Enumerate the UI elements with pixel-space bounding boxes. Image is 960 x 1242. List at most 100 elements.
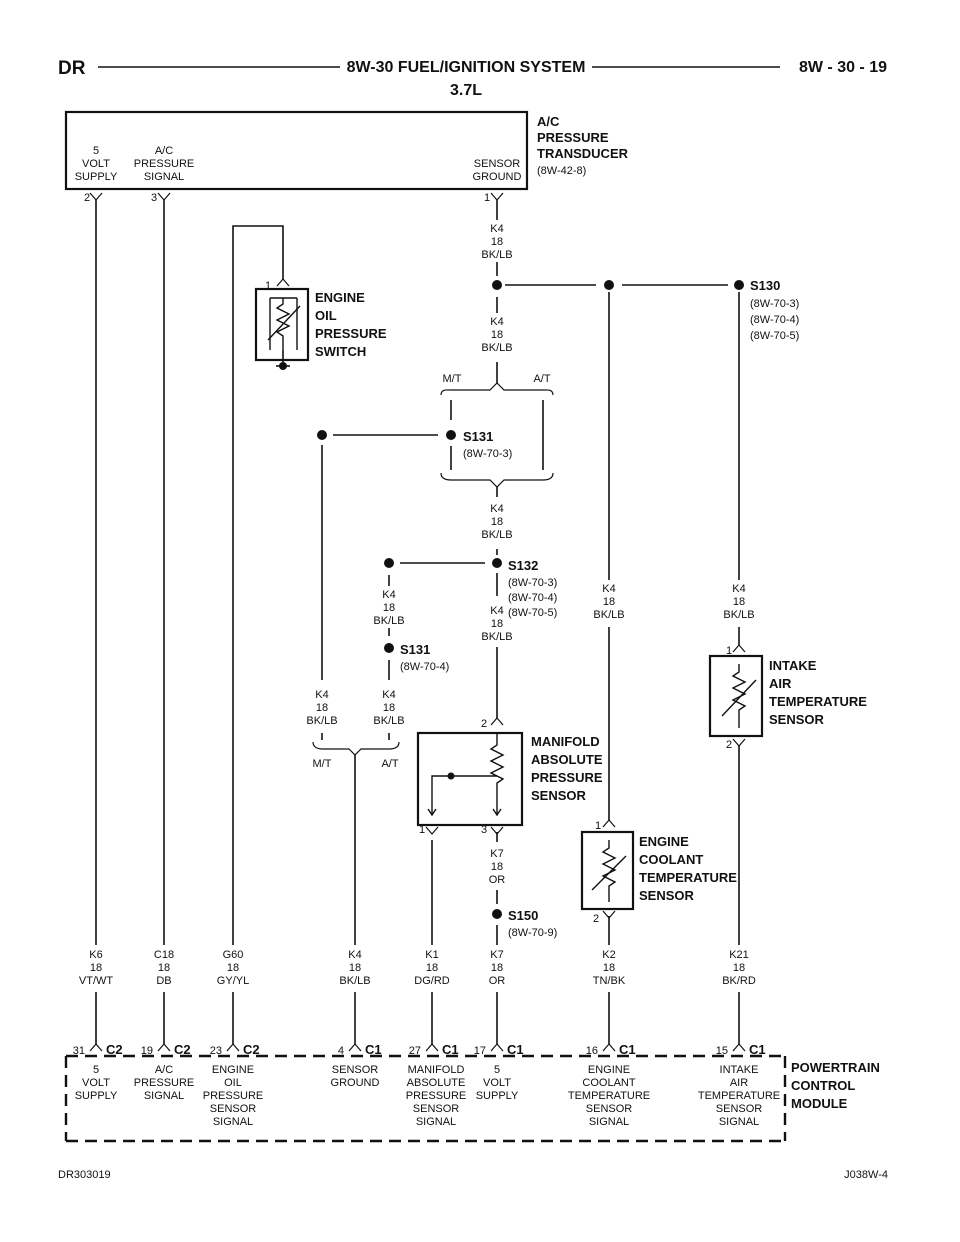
wire-k4-gauge: 18 [491,516,503,528]
pcm-pin-17-label-3: SUPPLY [476,1090,519,1102]
s131-at-ref: (8W-70-4) [400,661,449,673]
engine-oil-pressure-switch: 1 ENGINE OIL PRESSURE SWITCH [254,278,387,370]
wire-k4-color: BK/LB [723,609,754,621]
map-sensor: 2 1 3 MANIFOLD ABSOLUTE PRESSURE SENSOR [416,717,603,836]
pcm-pin-15-number: 15 [716,1045,728,1057]
splice-dot-s131 [446,430,456,440]
wire-k1-code: K1 [425,949,438,961]
wire-k2-color: TN/BK [593,975,626,987]
iat-pin2-number: 2 [726,739,732,751]
pcm-pin-19-label-3: SIGNAL [144,1090,184,1102]
pcm-pin-19-label-1: A/C [155,1064,173,1076]
map-name-1: MANIFOLD [531,734,600,749]
transducer-pin3-number: 3 [151,192,157,204]
wire-k4-gauge: 18 [491,329,503,341]
transducer-pin2-number: 2 [84,192,90,204]
wire-k4-color: BK/LB [481,342,512,354]
wire-c18-gauge: 18 [158,962,170,974]
wire-k6-gauge: 18 [90,962,102,974]
pcm-pin-23-label-5: SIGNAL [213,1116,253,1128]
page-footer: DR303019 J038W-4 [58,1169,888,1181]
s132-name: S132 [508,558,538,573]
ect-name-1: ENGINE [639,834,689,849]
pcm-pin-15-label-5: SIGNAL [719,1116,759,1128]
ac-pressure-transducer: A/C PRESSURE TRANSDUCER (8W-42-8) 5 VOLT… [64,110,629,204]
s131-at-name: S131 [400,642,430,657]
variant-at-top: A/T [533,373,550,385]
footer-left-code: DR303019 [58,1169,111,1181]
wire-k4-code: K4 [732,583,745,595]
iat-name-3: TEMPERATURE [769,694,867,709]
powertrain-control-module: POWERTRAIN CONTROL MODULE 31 C2 19 C2 23… [64,1042,880,1143]
wire-k4-color: BK/LB [306,715,337,727]
page-header: DR 8W-30 FUEL/IGNITION SYSTEM 8W - 30 - … [58,58,887,99]
pcm-pin-31-label-1: 5 [93,1064,99,1076]
map-name-3: PRESSURE [531,770,603,785]
ect-name-4: SENSOR [639,888,695,903]
s131-name: S131 [463,429,493,444]
iat-name-1: INTAKE [769,658,817,673]
transducer-pin3-label-3: SIGNAL [144,171,184,183]
iat-pin1-number: 1 [726,645,732,657]
pcm-pin-23-connector: C2 [243,1042,260,1057]
splice-dot [317,430,327,440]
wire-k6-color: VT/WT [79,975,113,987]
splice-labels: S130 (8W-70-3) (8W-70-4) (8W-70-5) S131 … [313,278,800,939]
transducer-name-3: TRANSDUCER [537,146,629,161]
pcm-pin-17-connector: C1 [507,1042,524,1057]
pcm-pin-4-connector: C1 [365,1042,382,1057]
wire-k7-code: K7 [490,949,503,961]
wire-k4-color: BK/LB [481,631,512,643]
wire-k7-gauge: 18 [491,962,503,974]
pcm-pin-17-label-1: 5 [494,1064,500,1076]
wire-k2-gauge: 18 [603,962,615,974]
pcm-pin-15-label-1: INTAKE [720,1064,759,1076]
map-pin3-number: 3 [481,824,487,836]
pcm-pin-31-label-2: VOLT [82,1077,110,1089]
map-pin2-number: 2 [481,718,487,730]
transducer-box [64,110,529,191]
pcm-pin-16-number: 16 [586,1045,598,1057]
pcm-pin-27-label-1: MANIFOLD [408,1064,465,1076]
wire-c18-color: DB [156,975,171,987]
wire-k4-gauge: 18 [491,618,503,630]
s132-ref-3: (8W-70-5) [508,607,557,619]
oil-switch-name-1: ENGINE [315,290,365,305]
pcm-name-2: CONTROL [791,1078,855,1093]
ect-name-2: COOLANT [639,852,703,867]
wire-k4-code: K4 [602,583,615,595]
oil-switch-name-2: OIL [315,308,337,323]
transducer-name-2: PRESSURE [537,130,609,145]
pcm-pin-4-label-2: GROUND [331,1077,380,1089]
pcm-pin-15-label-3: TEMPERATURE [698,1090,780,1102]
wire-k4-gauge: 18 [383,602,395,614]
pcm-pin-27-label-2: ABSOLUTE [407,1077,466,1089]
splice-dot-s150 [492,909,502,919]
wire-k4-code: K4 [315,689,328,701]
s132-ref-2: (8W-70-4) [508,592,557,604]
ect-name-3: TEMPERATURE [639,870,737,885]
pcm-pin-17-label-2: VOLT [483,1077,511,1089]
transducer-pin1-number: 1 [484,192,490,204]
pcm-pin-19-number: 19 [141,1045,153,1057]
wire-labels: K4 18 BK/LB K4 18 BK/LB K4 18 BK/LB K4 1… [79,223,756,987]
s130-ref-3: (8W-70-5) [750,330,799,342]
wire-k4-gauge: 18 [491,236,503,248]
wire-k4-gauge: 18 [316,702,328,714]
transducer-pin2-label-3: SUPPLY [75,171,118,183]
splice-dot-s130 [734,280,744,290]
wire-k4-code: K4 [490,223,503,235]
pcm-pin-31-label-3: SUPPLY [75,1090,118,1102]
wire-k21-gauge: 18 [733,962,745,974]
wire-k4-gauge: 18 [383,702,395,714]
wire-k4-code: K4 [490,503,503,515]
wire-k7-gauge: 18 [491,861,503,873]
header-title: 8W-30 FUEL/IGNITION SYSTEM [347,59,586,76]
s130-ref-1: (8W-70-3) [750,298,799,310]
transducer-pin1-label-1: SENSOR [474,158,521,170]
transducer-name-1: A/C [537,114,560,129]
wire-k21-code: K21 [729,949,749,961]
variant-at-bottom: A/T [381,758,398,770]
pcm-name-1: POWERTRAIN [791,1060,880,1075]
pcm-pin-23-number: 23 [210,1045,222,1057]
